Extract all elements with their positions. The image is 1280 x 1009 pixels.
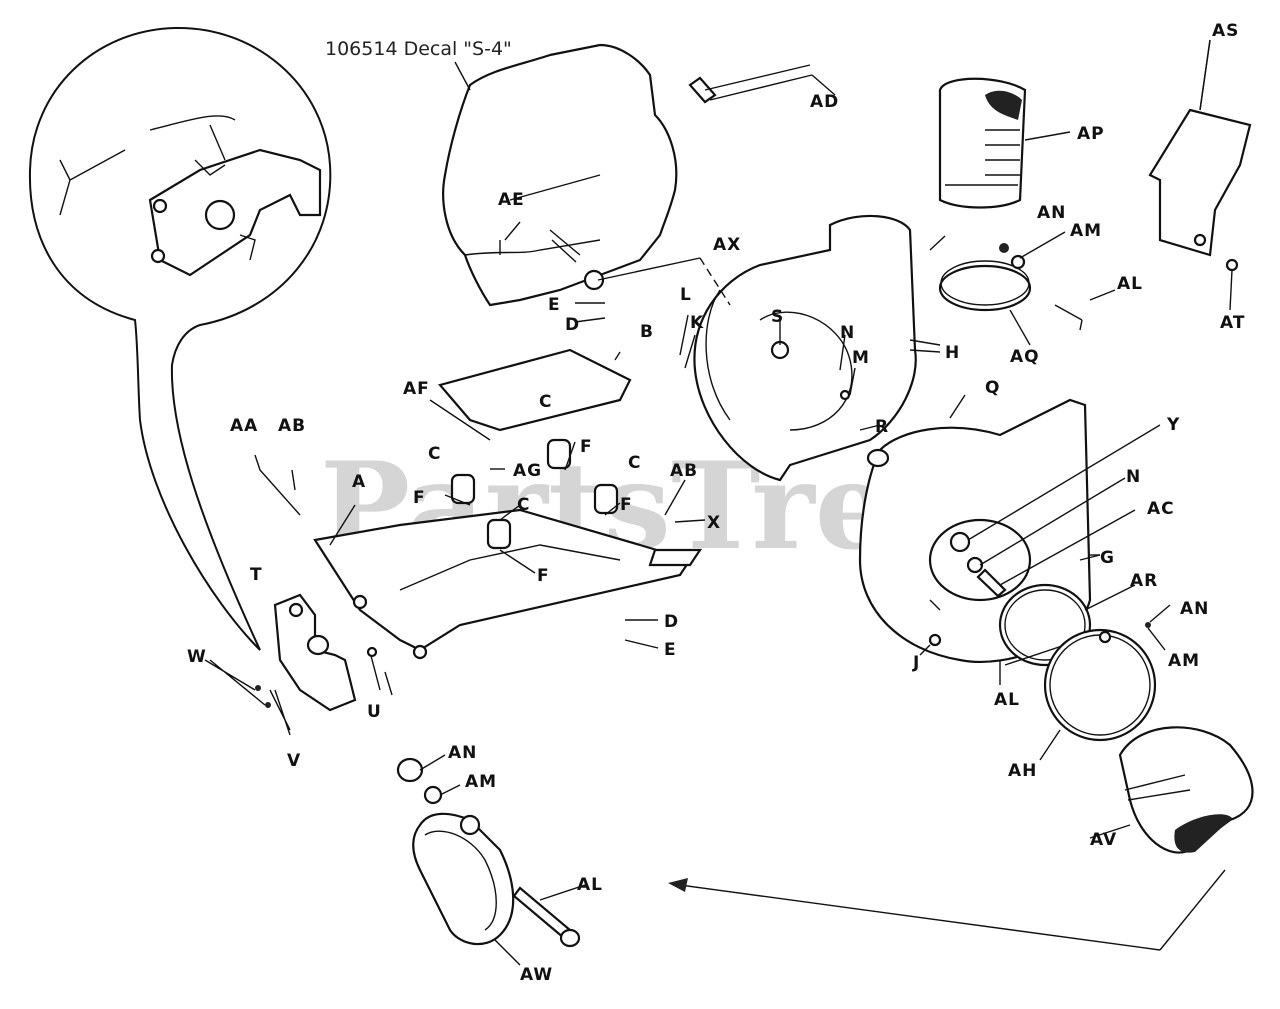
callout-as: AS <box>1212 21 1239 41</box>
callout-y: Y <box>1166 415 1180 435</box>
callout-c-1: C <box>539 392 552 412</box>
callout-n-top: N <box>840 323 855 343</box>
decal-note: 106514 Decal "S-4" <box>325 38 512 60</box>
callout-ah: AH <box>1008 761 1037 781</box>
callout-b: B <box>640 322 654 342</box>
callout-k: K <box>690 313 704 333</box>
callout-an-top: AN <box>1037 203 1066 223</box>
callout-aq: AQ <box>1010 347 1040 367</box>
callout-aw: AW <box>520 965 553 985</box>
callout-ab-mid: AB <box>670 461 698 481</box>
callout-ar: AR <box>1130 571 1158 591</box>
callout-m: M <box>852 348 870 368</box>
part-aq-clamp <box>938 243 1116 346</box>
part-u-bolts <box>366 646 393 696</box>
callout-x: X <box>707 513 721 533</box>
part-h-blower-housing <box>693 214 941 482</box>
callout-al-bottom: AL <box>577 875 603 895</box>
part-b-plate <box>438 348 632 432</box>
callout-g: G <box>1100 548 1115 568</box>
callout-n-right: N <box>1126 467 1141 487</box>
callout-am-right: AM <box>1168 651 1200 671</box>
callout-f-2: F <box>413 488 426 508</box>
callout-e-mid: E <box>664 640 677 660</box>
callout-c-3: C <box>628 453 641 473</box>
callout-an-bottom: AN <box>448 743 477 763</box>
part-ap-screen <box>938 77 1071 209</box>
callout-am-bottom: AM <box>465 772 497 792</box>
callout-am-top: AM <box>1070 221 1102 241</box>
callout-f-4: F <box>537 566 550 586</box>
part-av-sock <box>1118 726 1254 854</box>
callout-h: H <box>945 343 960 363</box>
callout-r: R <box>875 417 889 437</box>
callout-w: W <box>187 647 207 667</box>
part-as-chute <box>1148 39 1252 257</box>
callout-av: AV <box>1090 830 1117 850</box>
callout-e-top: E <box>548 295 561 315</box>
callout-l: L <box>680 285 692 305</box>
callout-af: AF <box>403 379 430 399</box>
part-ah-clamp <box>1043 622 1157 742</box>
engine-assembly: 106514 Decal "S-4" <box>325 38 678 307</box>
callout-v: V <box>287 751 301 771</box>
callout-al-top: AL <box>1117 274 1143 294</box>
part-w-v-fasteners <box>204 659 291 736</box>
callout-ae: AE <box>498 190 525 210</box>
part-t-bracket <box>273 593 357 712</box>
leader-lines <box>329 39 1226 966</box>
part-aa-ab-bracket <box>254 454 301 516</box>
callout-j: J <box>912 653 920 673</box>
callout-an-right: AN <box>1180 599 1209 619</box>
callout-aa: AA <box>230 416 258 436</box>
callout-f-3: F <box>620 495 633 515</box>
callout-a: A <box>352 472 366 492</box>
callout-ag: AG <box>513 461 542 481</box>
callout-ac: AC <box>1147 499 1175 519</box>
callout-d-top: D <box>565 315 580 335</box>
part-a-frame <box>313 508 703 660</box>
callout-d-mid: D <box>664 612 679 632</box>
callout-q: Q <box>985 378 1000 398</box>
callout-c-2: C <box>428 444 441 464</box>
callout-s: S <box>771 307 784 327</box>
callout-ax: AX <box>713 235 741 255</box>
callout-at: AT <box>1220 313 1245 333</box>
callout-t: T <box>250 565 263 585</box>
callout-f-1: F <box>580 437 593 457</box>
callout-labels: AS AD AP AE AX AN AM AL AT E D L K B S N… <box>187 21 1245 985</box>
part-at-bolt <box>1225 258 1239 311</box>
callout-u: U <box>367 702 382 722</box>
callout-ad: AD <box>810 92 839 112</box>
part-aw-clamp <box>396 757 581 948</box>
callout-c-4: C <box>517 495 530 515</box>
callout-ap: AP <box>1077 124 1105 144</box>
callout-ab-left: AB <box>278 416 306 436</box>
part-ad-tube <box>688 64 836 104</box>
detail-magnifier <box>28 26 332 651</box>
callout-al-right: AL <box>994 690 1020 710</box>
